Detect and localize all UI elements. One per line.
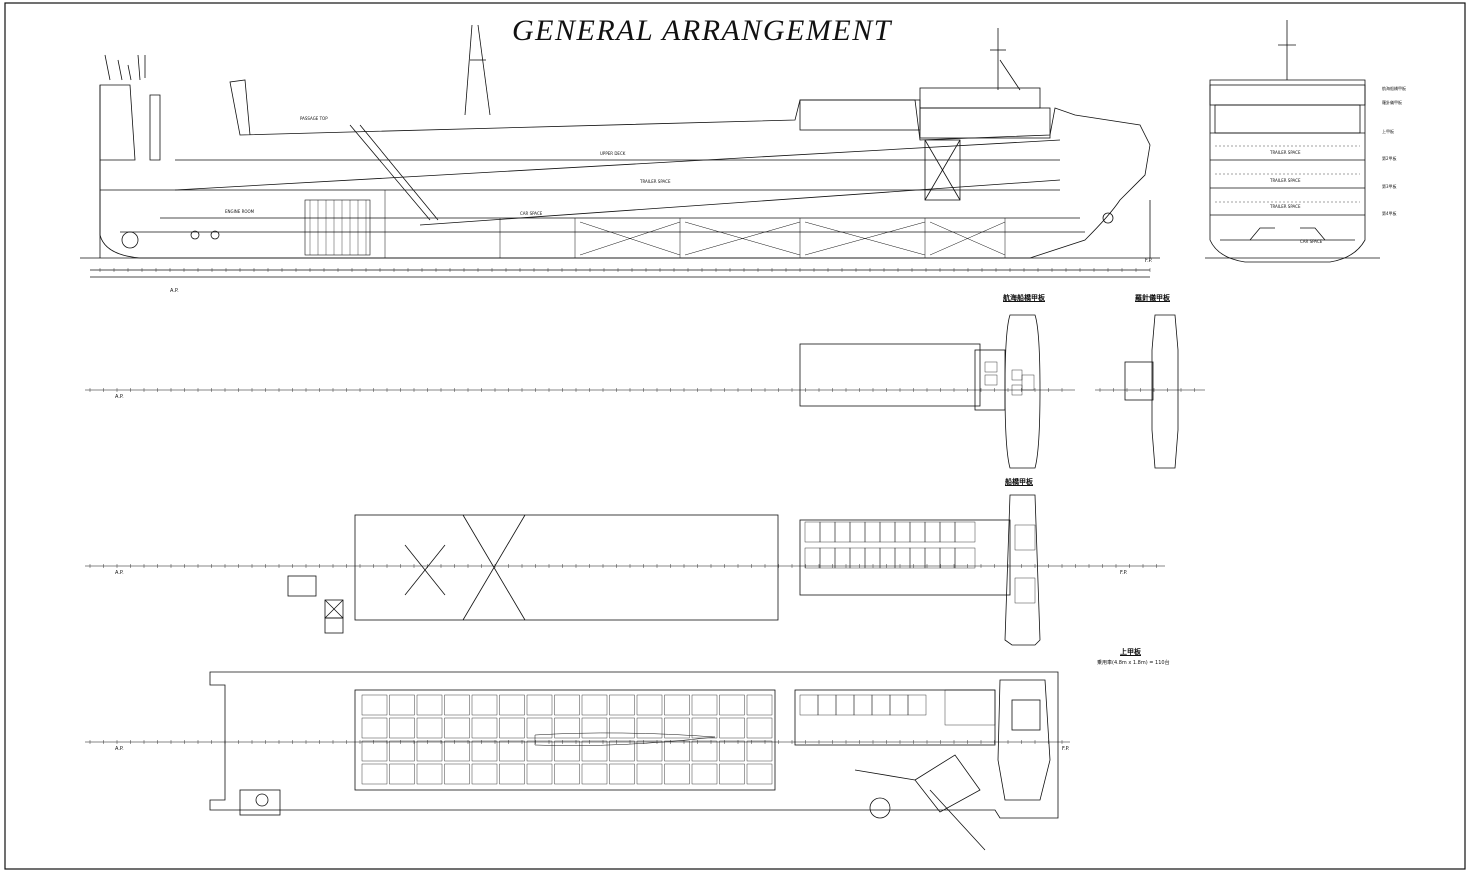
car-parking-cell — [691, 717, 718, 739]
nav-bridge-deck-label: 航海船橋甲板 — [1003, 294, 1045, 302]
car-parking-cell — [361, 763, 388, 785]
car-parking-cell — [609, 763, 635, 785]
car-parking-cell — [526, 740, 553, 762]
car-parking-cell — [389, 740, 415, 762]
upper-deck-capacity-note: 乗用車(4.8m x 1.8m) = 110台 — [1097, 660, 1170, 666]
car-parking-cell — [471, 694, 498, 716]
car-parking-cell — [636, 717, 663, 739]
car-parking-cell — [609, 740, 635, 762]
profile-upper-deck-label: UPPER DECK — [600, 151, 626, 156]
car-parking-cell — [636, 740, 663, 762]
car-parking-cell — [361, 717, 388, 739]
profile-trailer-space-label: TRAILER SPACE — [639, 179, 671, 184]
sheet-border — [4, 2, 1466, 870]
bridge-deck-plan — [85, 494, 1165, 646]
car-parking-cell — [554, 717, 580, 739]
car-parking-cell — [471, 740, 498, 762]
car-parking-cell — [664, 763, 690, 785]
midship-section-view — [1205, 20, 1380, 263]
car-parking-cell — [444, 694, 470, 716]
section-trailer-space-label-1: TRAILER SPACE — [1269, 150, 1301, 155]
profile-engine-room-label: ENGINE ROOM — [225, 209, 255, 214]
car-parking-cell — [581, 717, 608, 739]
car-parking-cell — [444, 763, 470, 785]
car-parking-cell — [526, 763, 553, 785]
nav-bridge-deck-plan — [85, 314, 1075, 469]
car-parking-cell — [636, 763, 663, 785]
car-parking-cell — [416, 717, 443, 739]
car-parking-cell — [719, 740, 745, 762]
car-parking-cell — [691, 740, 718, 762]
car-parking-cell — [691, 694, 718, 716]
car-parking-cell — [499, 763, 525, 785]
section-level-label: 第3甲板 — [1382, 183, 1397, 189]
profile-fp-label: F.P. — [1145, 258, 1153, 264]
car-parking-cell — [526, 717, 553, 739]
compass-deck-plan — [1095, 314, 1205, 469]
car-parking-cell — [361, 740, 388, 762]
car-parking-cell — [691, 763, 718, 785]
car-parking-cell — [554, 694, 580, 716]
car-parking-cell — [554, 740, 580, 762]
drawing-title: GENERAL ARRANGEMENT — [512, 14, 892, 47]
axis3-fp-mark: F.P. — [1120, 570, 1128, 576]
car-parking-cell — [664, 740, 690, 762]
section-level-label: 航海船橋甲板 — [1382, 85, 1406, 91]
section-level-label: 第4甲板 — [1382, 210, 1397, 216]
car-parking-cell — [746, 740, 773, 762]
section-car-space-label: CAR SPACE — [1300, 239, 1323, 244]
upper-deck-label: 上甲板 — [1120, 648, 1141, 656]
axis1-ap-mark: A.P. — [115, 394, 124, 400]
car-parking-cell — [499, 694, 525, 716]
car-parking-cell — [471, 717, 498, 739]
car-parking-cell — [471, 763, 498, 785]
section-level-label: 羅針儀甲板 — [1382, 99, 1402, 105]
section-level-labels: 航海船橋甲板 羅針儀甲板 上甲板 第2甲板 第3甲板 第4甲板 — [1382, 85, 1406, 216]
car-parking-cell — [554, 763, 580, 785]
car-parking-cell — [719, 694, 745, 716]
car-parking-cell — [664, 717, 690, 739]
car-parking-cell — [581, 740, 608, 762]
axis4-fp-mark: F.P. — [1062, 746, 1070, 752]
car-parking-cell — [526, 694, 553, 716]
car-parking-cell — [416, 740, 443, 762]
car-parking-cell — [746, 694, 773, 716]
section-trailer-space-label-3: TRAILER SPACE — [1269, 204, 1301, 209]
section-level-label: 上甲板 — [1382, 128, 1394, 134]
car-parking-cell — [389, 717, 415, 739]
section-level-label: 第2甲板 — [1382, 155, 1397, 161]
car-parking-cell — [389, 763, 415, 785]
car-parking-cell — [499, 717, 525, 739]
compass-deck-label: 羅針儀甲板 — [1135, 294, 1170, 302]
upper-deck-plan — [85, 671, 1070, 851]
car-parking-cell — [444, 717, 470, 739]
car-parking-cell — [581, 763, 608, 785]
car-parking-cell — [746, 717, 773, 739]
car-parking-cell — [636, 694, 663, 716]
car-parking-cell — [719, 763, 745, 785]
axis4-ap-mark: A.P. — [115, 746, 124, 752]
car-parking-cell — [609, 694, 635, 716]
car-parking-cell — [719, 717, 745, 739]
bridge-deck-label: 船橋甲板 — [1005, 478, 1033, 486]
profile-view — [80, 24, 1160, 278]
car-parking-cell — [609, 717, 635, 739]
car-parking-cell — [499, 740, 525, 762]
car-parking-cell — [361, 694, 388, 716]
profile-car-space-label: CAR SPACE — [520, 211, 543, 216]
profile-passage-top-label: PASSAGE TOP — [300, 116, 328, 121]
car-parking-cell — [581, 694, 608, 716]
car-parking-cell — [746, 763, 773, 785]
profile-ap-label: A.P. — [170, 288, 179, 294]
car-parking-cell — [389, 694, 415, 716]
section-trailer-space-label-2: TRAILER SPACE — [1269, 178, 1301, 183]
car-parking-cell — [444, 740, 470, 762]
car-parking-cell — [416, 763, 443, 785]
car-parking-cell — [664, 694, 690, 716]
car-parking-cell — [416, 694, 443, 716]
axis3-ap-mark: A.P. — [115, 570, 124, 576]
